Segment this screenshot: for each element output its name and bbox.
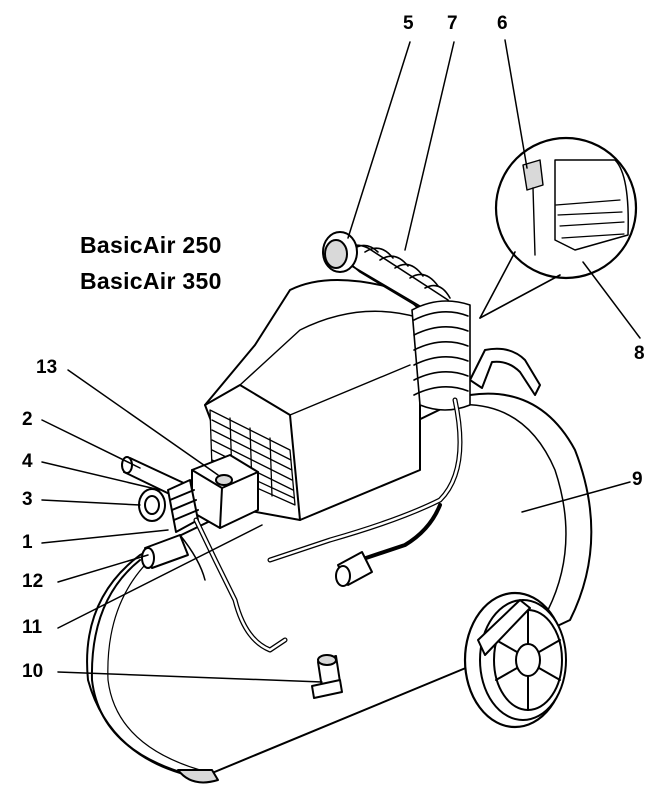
- leader-1: [41, 529, 169, 544]
- pressure-gauge: [138, 488, 166, 522]
- callout-2: 2: [22, 409, 33, 430]
- callout-4: 4: [22, 451, 33, 472]
- leader-11: [57, 524, 263, 629]
- leader-12: [57, 554, 149, 583]
- callout-1: 1: [22, 532, 33, 553]
- pressure-switch: [191, 454, 259, 529]
- callout-7: 7: [447, 13, 458, 34]
- leader-2: [41, 419, 141, 469]
- quick-coupling: [141, 534, 189, 569]
- leader-8: [582, 261, 641, 339]
- callout-10: 10: [22, 661, 44, 682]
- leader-6: [504, 39, 528, 169]
- wheel: [463, 591, 567, 729]
- model-title-line-1: BasicAir 250: [80, 232, 222, 258]
- callout-9: 9: [632, 469, 643, 490]
- drain-valve: [311, 654, 343, 699]
- callout-6: 6: [497, 13, 508, 34]
- detail-inset: [494, 136, 638, 280]
- leader-9: [521, 481, 631, 513]
- callout-3: 3: [22, 489, 33, 510]
- leader-10: [57, 671, 323, 683]
- model-title-line-2: BasicAir 350: [80, 268, 222, 294]
- check-valve: [335, 551, 373, 587]
- tank-end-cap: [90, 559, 191, 776]
- callout-5: 5: [403, 13, 414, 34]
- leader-5: [347, 41, 411, 239]
- callout-12: 12: [22, 571, 44, 592]
- handle: [469, 347, 541, 396]
- callout-13: 13: [36, 357, 58, 378]
- callout-11: 11: [22, 617, 43, 638]
- air-filter: [322, 231, 358, 273]
- leader-3: [41, 499, 141, 506]
- leader-7: [404, 41, 455, 251]
- inset-valve: [522, 159, 544, 191]
- tank-foot: [177, 769, 219, 784]
- side-cylinder: [411, 300, 471, 411]
- leader-13: [67, 369, 219, 476]
- leader-4: [41, 461, 161, 491]
- callout-8: 8: [634, 343, 645, 364]
